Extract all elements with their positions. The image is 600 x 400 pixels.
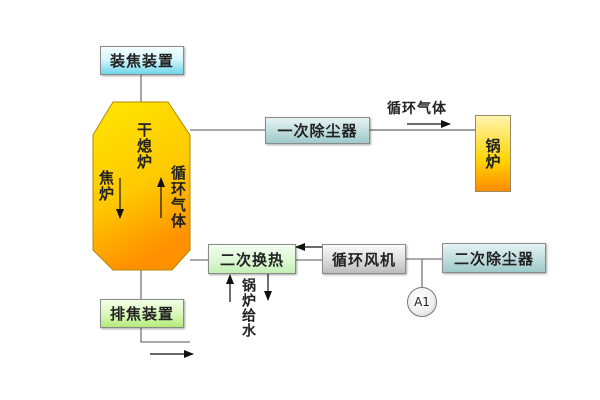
secondary-heat-exchanger: 二次换热 bbox=[208, 244, 296, 274]
boiler: 锅炉 bbox=[475, 115, 511, 192]
line-discharge-out bbox=[140, 328, 190, 343]
secondary-heat-label: 二次换热 bbox=[219, 250, 284, 269]
circulation-fan: 循环风机 bbox=[322, 244, 406, 274]
coke-label: 焦炉 bbox=[97, 170, 115, 202]
circ-fan-label: 循环风机 bbox=[331, 250, 396, 269]
instrument-a1-label: A1 bbox=[414, 295, 430, 309]
coke-discharge-device: 排焦装置 bbox=[100, 299, 184, 328]
boiler-feedwater-label: 锅炉给水 bbox=[240, 278, 256, 338]
secondary-dust-label: 二次除尘器 bbox=[453, 249, 534, 268]
primary-dust-label: 一次除尘器 bbox=[277, 122, 358, 140]
instrument-a1: A1 bbox=[407, 287, 437, 317]
dry-quenching-furnace bbox=[92, 101, 191, 271]
furnace-name-label: 干熄炉 bbox=[135, 122, 153, 170]
primary-dust-collector: 一次除尘器 bbox=[265, 117, 370, 144]
coke-discharge-label: 排焦装置 bbox=[109, 305, 174, 323]
coke-loading-label: 装焦装置 bbox=[109, 52, 174, 70]
circ-gas-flow-label: 循环气体 bbox=[387, 101, 447, 117]
secondary-dust-collector: 二次除尘器 bbox=[442, 243, 546, 273]
boiler-label: 锅炉 bbox=[483, 137, 502, 170]
furnace-gas-label: 循环气体 bbox=[169, 165, 187, 229]
coke-loading-device: 装焦装置 bbox=[100, 46, 184, 75]
